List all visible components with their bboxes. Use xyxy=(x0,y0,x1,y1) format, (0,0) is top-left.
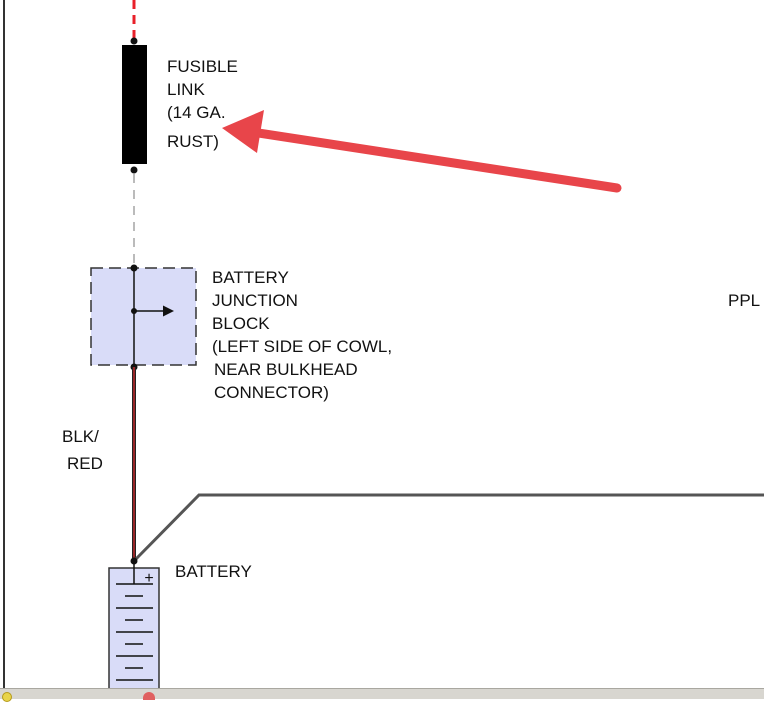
junction-block-label-line: BATTERY xyxy=(212,268,289,287)
taskbar[interactable] xyxy=(0,688,764,702)
app-icon[interactable] xyxy=(143,692,155,700)
wire-node xyxy=(130,166,138,174)
junction-block-box xyxy=(90,267,197,366)
edge-label: PPL xyxy=(728,291,761,310)
junction-block-label-line: JUNCTION xyxy=(212,291,298,310)
junction-block-label-line: BLOCK xyxy=(212,314,270,333)
fusible-link-body xyxy=(122,45,147,164)
ground-wire xyxy=(132,493,764,563)
fusible-link-label-line: LINK xyxy=(167,80,205,99)
wire-node xyxy=(130,264,138,272)
fusible-link-label: FUSIBLE LINK (14 GA. RUST) xyxy=(167,55,238,153)
junction-block-label: BATTERY JUNCTION BLOCK (LEFT SIDE OF COW… xyxy=(212,266,392,404)
app-icon[interactable] xyxy=(2,692,12,702)
battery-label: BATTERY xyxy=(175,562,252,581)
junction-block-label-line: (LEFT SIDE OF COWL, xyxy=(212,337,393,356)
wire-color-label-line: BLK/ xyxy=(62,427,99,446)
battery-plus-sign: + xyxy=(144,570,153,587)
annotation-arrow xyxy=(222,110,622,193)
junction-branch-arrowhead xyxy=(163,305,174,317)
wire-color-label: BLK/ RED xyxy=(62,423,103,477)
junction-block-label-line: CONNECTOR) xyxy=(214,383,329,402)
battery-cells xyxy=(116,583,153,681)
junction-block-label-line: NEAR BULKHEAD xyxy=(214,360,358,379)
fusible-link-label-line: RUST) xyxy=(167,132,219,151)
fusible-link-label-line: (14 GA. xyxy=(167,103,226,122)
fusible-link-label-line: FUSIBLE xyxy=(167,57,238,76)
wire-node xyxy=(130,37,138,45)
wire-color-label-line: RED xyxy=(67,454,103,473)
